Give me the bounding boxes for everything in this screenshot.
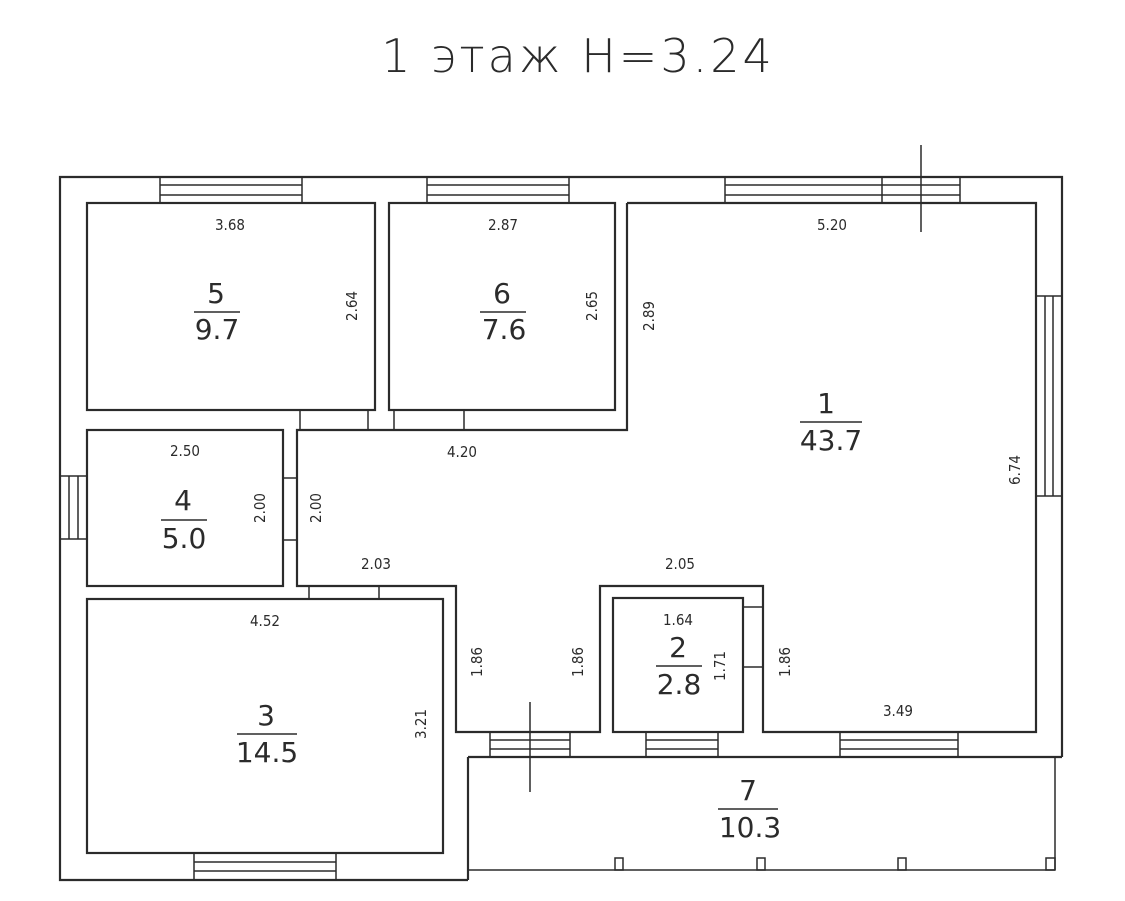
axis-markers (529, 145, 922, 792)
dim-corridor-left: 1.86 (468, 647, 486, 677)
dim-r2-width: 1.64 (663, 611, 693, 629)
svg-text:3: 3 (257, 699, 275, 732)
dim-hall-width: 4.20 (447, 443, 477, 461)
room-label-6: 6 7.6 (480, 277, 526, 346)
room-label-7: 7 10.3 (718, 774, 781, 844)
dim-r5-width: 3.68 (215, 216, 245, 234)
svg-text:6: 6 (493, 277, 511, 310)
svg-text:2: 2 (669, 631, 687, 664)
svg-text:4: 4 (174, 484, 192, 517)
dim-r2-height: 1.71 (711, 651, 729, 681)
room-label-5: 5 9.7 (194, 277, 240, 346)
dim-r6-height: 2.65 (583, 291, 601, 321)
svg-text:10.3: 10.3 (719, 811, 781, 844)
dim-r3-height: 3.21 (412, 709, 430, 739)
svg-text:5: 5 (207, 277, 225, 310)
dim-r3-width: 4.52 (250, 612, 280, 630)
room-label-4: 4 5.0 (161, 484, 207, 555)
terrace-posts (614, 857, 1056, 871)
dim-r2-outer-width: 2.05 (665, 555, 695, 573)
dim-r5-height: 2.64 (343, 291, 361, 321)
dim-hall-height: 2.00 (307, 493, 325, 523)
dim-r1-bottom-width: 3.49 (883, 702, 913, 720)
dim-r1-right-height: 6.74 (1006, 455, 1024, 485)
svg-text:9.7: 9.7 (195, 313, 240, 346)
svg-text:1: 1 (817, 387, 835, 420)
dim-r4-height: 2.00 (251, 493, 269, 523)
dim-r1-left-height: 2.89 (640, 301, 658, 331)
room-label-3: 3 14.5 (236, 699, 298, 769)
room-label-2: 2 2.8 (656, 631, 702, 701)
svg-text:5.0: 5.0 (162, 522, 207, 555)
dim-r2-right-height: 1.86 (776, 647, 794, 677)
svg-text:2.8: 2.8 (657, 668, 702, 701)
room-label-1: 1 43.7 (800, 387, 862, 457)
svg-text:7.6: 7.6 (482, 313, 527, 346)
dim-corridor-right: 1.86 (569, 647, 587, 677)
windows (59, 176, 1063, 881)
dim-r6-width: 2.87 (488, 216, 518, 234)
dim-r1-top-width: 5.20 (817, 216, 847, 234)
svg-text:43.7: 43.7 (800, 424, 862, 457)
dim-r4-width: 2.50 (170, 442, 200, 460)
room-1 (295, 201, 1038, 734)
doors (282, 409, 764, 668)
room-5 (85, 201, 377, 412)
plan-title: 1 этаж H=3.24 (381, 29, 775, 83)
svg-text:7: 7 (739, 774, 757, 807)
svg-text:14.5: 14.5 (236, 736, 298, 769)
dim-corridor-top: 2.03 (361, 555, 391, 573)
